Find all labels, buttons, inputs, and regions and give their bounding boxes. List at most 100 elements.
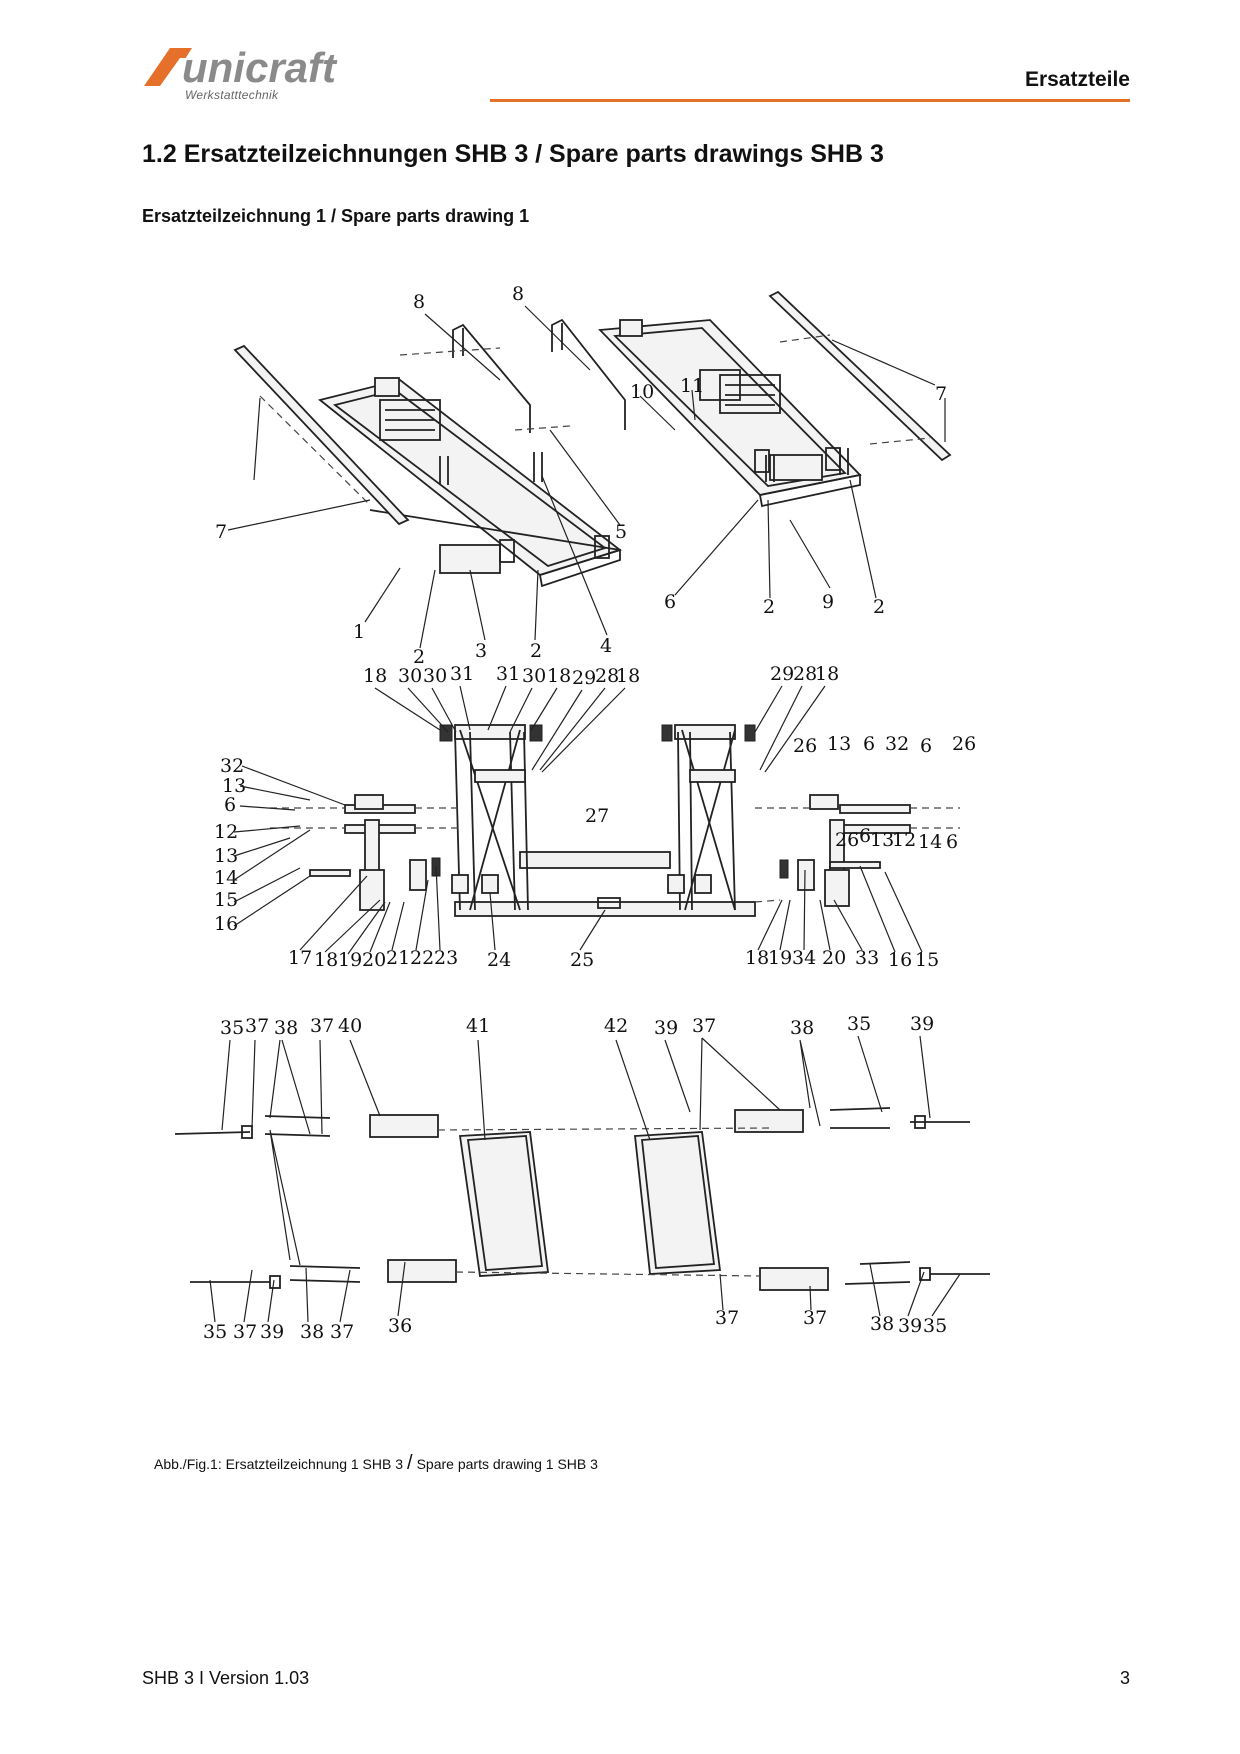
part-number-label: 10 bbox=[630, 381, 654, 403]
part-number-label: 21 bbox=[386, 947, 410, 969]
part-number-label: 6 bbox=[859, 825, 871, 847]
middle-right-cylinder bbox=[755, 794, 960, 907]
part-number-label: 18 bbox=[314, 949, 338, 971]
part-number-label: 27 bbox=[585, 805, 609, 827]
part-number-label: 39 bbox=[910, 1013, 934, 1035]
part-number-label: 39 bbox=[898, 1315, 922, 1337]
page-title: 1.2 Ersatzteilzeichnungen SHB 3 / Spare … bbox=[142, 140, 884, 168]
part-number-label: 20 bbox=[822, 947, 846, 969]
part-number-label: 15 bbox=[915, 949, 939, 971]
bottom-plates bbox=[369, 1109, 829, 1291]
part-number-label: 7 bbox=[215, 521, 227, 543]
unicraft-logo: unicraft Werkstatttechnik bbox=[140, 42, 380, 108]
part-number-label: 2 bbox=[413, 646, 425, 668]
part-number-label: 37 bbox=[692, 1015, 716, 1037]
part-number-label: 6 bbox=[946, 831, 958, 853]
part-number-label: 19 bbox=[768, 947, 792, 969]
middle-left-cylinder bbox=[270, 794, 460, 911]
part-number-label: 40 bbox=[338, 1015, 362, 1037]
part-number-label: 13 bbox=[827, 733, 851, 755]
caption-left: Abb./Fig.1: Ersatzteilzeichnung 1 SHB 3 bbox=[154, 1456, 404, 1472]
part-number-label: 30 bbox=[398, 665, 422, 687]
part-number-label: 39 bbox=[260, 1321, 284, 1343]
part-number-label: 28 bbox=[793, 663, 817, 685]
part-number-label: 14 bbox=[214, 867, 238, 889]
part-number-label: 18 bbox=[815, 663, 839, 685]
part-number-label: 14 bbox=[918, 831, 942, 853]
part-number-label: 38 bbox=[274, 1017, 298, 1039]
part-number-label: 18 bbox=[616, 665, 640, 687]
part-number-label: 29 bbox=[770, 663, 794, 685]
part-number-label: 13 bbox=[222, 775, 246, 797]
top-right-handle bbox=[551, 318, 626, 430]
part-number-label: 6 bbox=[863, 733, 875, 755]
part-number-label: 6 bbox=[224, 794, 236, 816]
part-number-label: 38 bbox=[300, 1321, 324, 1343]
middle-left-scissor bbox=[439, 724, 543, 911]
logo-wordmark: unicraft bbox=[182, 44, 338, 91]
part-number-label: 2 bbox=[763, 596, 775, 618]
part-number-label: 42 bbox=[604, 1015, 628, 1037]
top-left-rail bbox=[233, 344, 410, 526]
part-number-label: 18 bbox=[745, 947, 769, 969]
caption-slash: / bbox=[407, 1452, 413, 1474]
part-number-label: 6 bbox=[664, 591, 676, 613]
part-number-label: 13 bbox=[870, 829, 894, 851]
part-number-label: 20 bbox=[362, 949, 386, 971]
part-number-label: 15 bbox=[214, 889, 238, 911]
middle-base bbox=[454, 851, 781, 917]
page-number: 3 bbox=[1119, 1668, 1130, 1688]
part-number-label: 37 bbox=[803, 1307, 827, 1329]
top-callouts: 8 8 7 10 11 7 5 6 9 2 2 1 2 3 2 4 bbox=[215, 283, 947, 668]
part-number-label: 36 bbox=[388, 1315, 412, 1337]
spare-parts-drawing: 8 8 7 10 11 7 5 6 9 2 2 1 2 3 2 4 bbox=[170, 270, 1110, 1450]
part-number-label: 1 bbox=[353, 621, 365, 643]
part-number-label: 33 bbox=[855, 947, 879, 969]
part-number-label: 22 bbox=[410, 947, 434, 969]
figure-caption: Abb./Fig.1: Ersatzteilzeichnung 1 SHB 3/… bbox=[154, 1452, 598, 1475]
part-number-label: 2 bbox=[530, 640, 542, 662]
top-right-frame bbox=[598, 319, 862, 508]
header-divider bbox=[490, 99, 1130, 102]
part-number-label: 18 bbox=[547, 665, 571, 687]
part-number-label: 26 bbox=[952, 733, 976, 755]
part-number-label: 28 bbox=[595, 665, 619, 687]
part-number-label: 35 bbox=[203, 1321, 227, 1343]
part-number-label: 25 bbox=[570, 949, 594, 971]
part-number-label: 12 bbox=[214, 821, 238, 843]
top-left-pins bbox=[379, 399, 543, 485]
unicraft-logo-mark: unicraft bbox=[144, 44, 338, 91]
middle-callouts: 18 30 30 31 31 30 18 29 28 18 29 28 18 3… bbox=[214, 663, 976, 971]
part-number-label: 31 bbox=[496, 663, 520, 685]
part-number-label: 23 bbox=[434, 947, 458, 969]
top-left-frame bbox=[318, 377, 622, 588]
part-number-label: 8 bbox=[512, 283, 524, 305]
part-number-label: 19 bbox=[338, 949, 362, 971]
part-number-label: 13 bbox=[214, 845, 238, 867]
part-number-label: 32 bbox=[220, 755, 244, 777]
part-number-label: 37 bbox=[245, 1015, 269, 1037]
part-number-label: 37 bbox=[233, 1321, 257, 1343]
part-number-label: 35 bbox=[220, 1017, 244, 1039]
part-number-label: 7 bbox=[935, 383, 947, 405]
part-number-label: 41 bbox=[466, 1015, 490, 1037]
logo-tagline: Werkstatttechnik bbox=[185, 88, 279, 102]
part-number-label: 2 bbox=[873, 596, 885, 618]
part-number-label: 16 bbox=[214, 913, 238, 935]
part-number-label: 12 bbox=[892, 829, 916, 851]
middle-right-scissor bbox=[661, 724, 756, 911]
part-number-label: 24 bbox=[487, 949, 511, 971]
part-number-label: 16 bbox=[888, 949, 912, 971]
part-number-label: 9 bbox=[822, 591, 834, 613]
part-number-label: 30 bbox=[423, 665, 447, 687]
part-number-label: 17 bbox=[288, 947, 312, 969]
part-number-label: 38 bbox=[790, 1017, 814, 1039]
part-number-label: 30 bbox=[522, 665, 546, 687]
part-number-label: 35 bbox=[923, 1315, 947, 1337]
part-number-label: 11 bbox=[680, 375, 704, 397]
section-title: Ersatzteile bbox=[1024, 68, 1130, 91]
footer-version: SHB 3 I Version 1.03 bbox=[142, 1668, 310, 1688]
part-number-label: 6 bbox=[920, 735, 932, 757]
caption-right: Spare parts drawing 1 SHB 3 bbox=[416, 1456, 598, 1472]
part-number-label: 4 bbox=[600, 635, 612, 657]
